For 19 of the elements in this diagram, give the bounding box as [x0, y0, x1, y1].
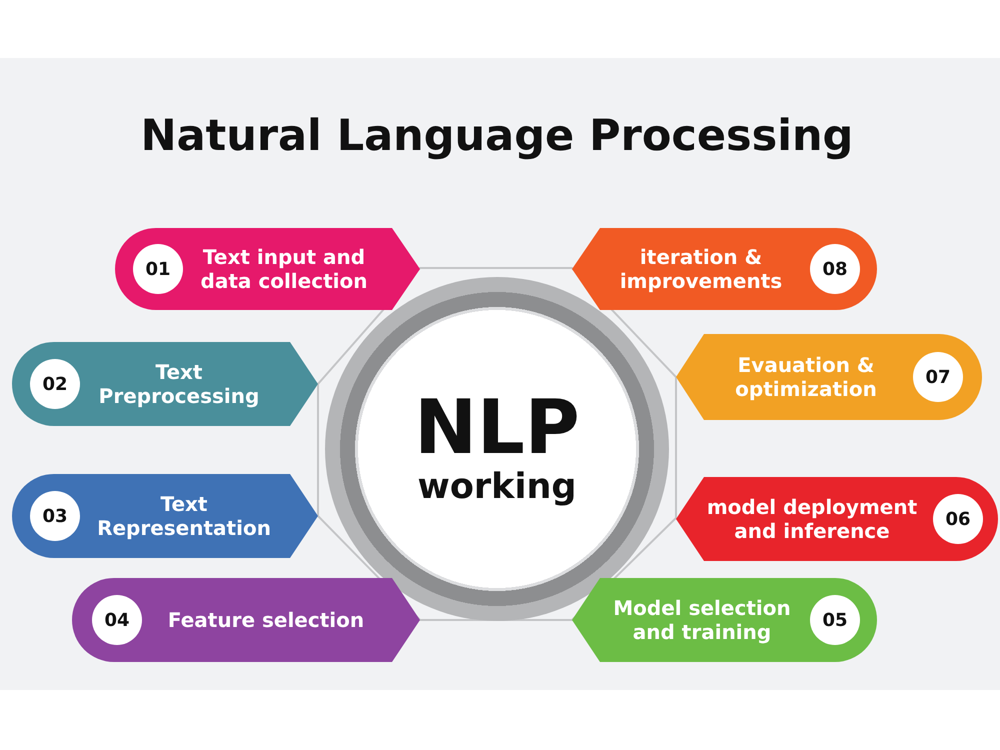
step-banner	[572, 228, 877, 310]
step-banner	[676, 477, 998, 561]
hub-subtitle: working	[418, 467, 576, 508]
step-banner	[572, 578, 877, 662]
step-banner	[72, 578, 420, 662]
diagram-title: Natural Language Processing	[140, 112, 854, 162]
step-label: Text Preprocessing	[98, 360, 260, 408]
step-label: model deployment and inference	[706, 494, 918, 544]
step-banner	[12, 342, 318, 426]
step-label: Evauation & optimization	[734, 352, 878, 402]
step-banner	[676, 334, 982, 420]
step-banner	[115, 228, 420, 310]
step-label: Text input and data collection	[200, 244, 368, 294]
step-banner	[12, 474, 318, 558]
hub-title: NLP	[414, 390, 580, 466]
step-label: Text Representation	[96, 492, 272, 540]
step-label: Model selection and training	[612, 596, 792, 644]
step-label: iteration & improvements	[618, 244, 784, 294]
step-label: Feature selection	[168, 608, 364, 632]
